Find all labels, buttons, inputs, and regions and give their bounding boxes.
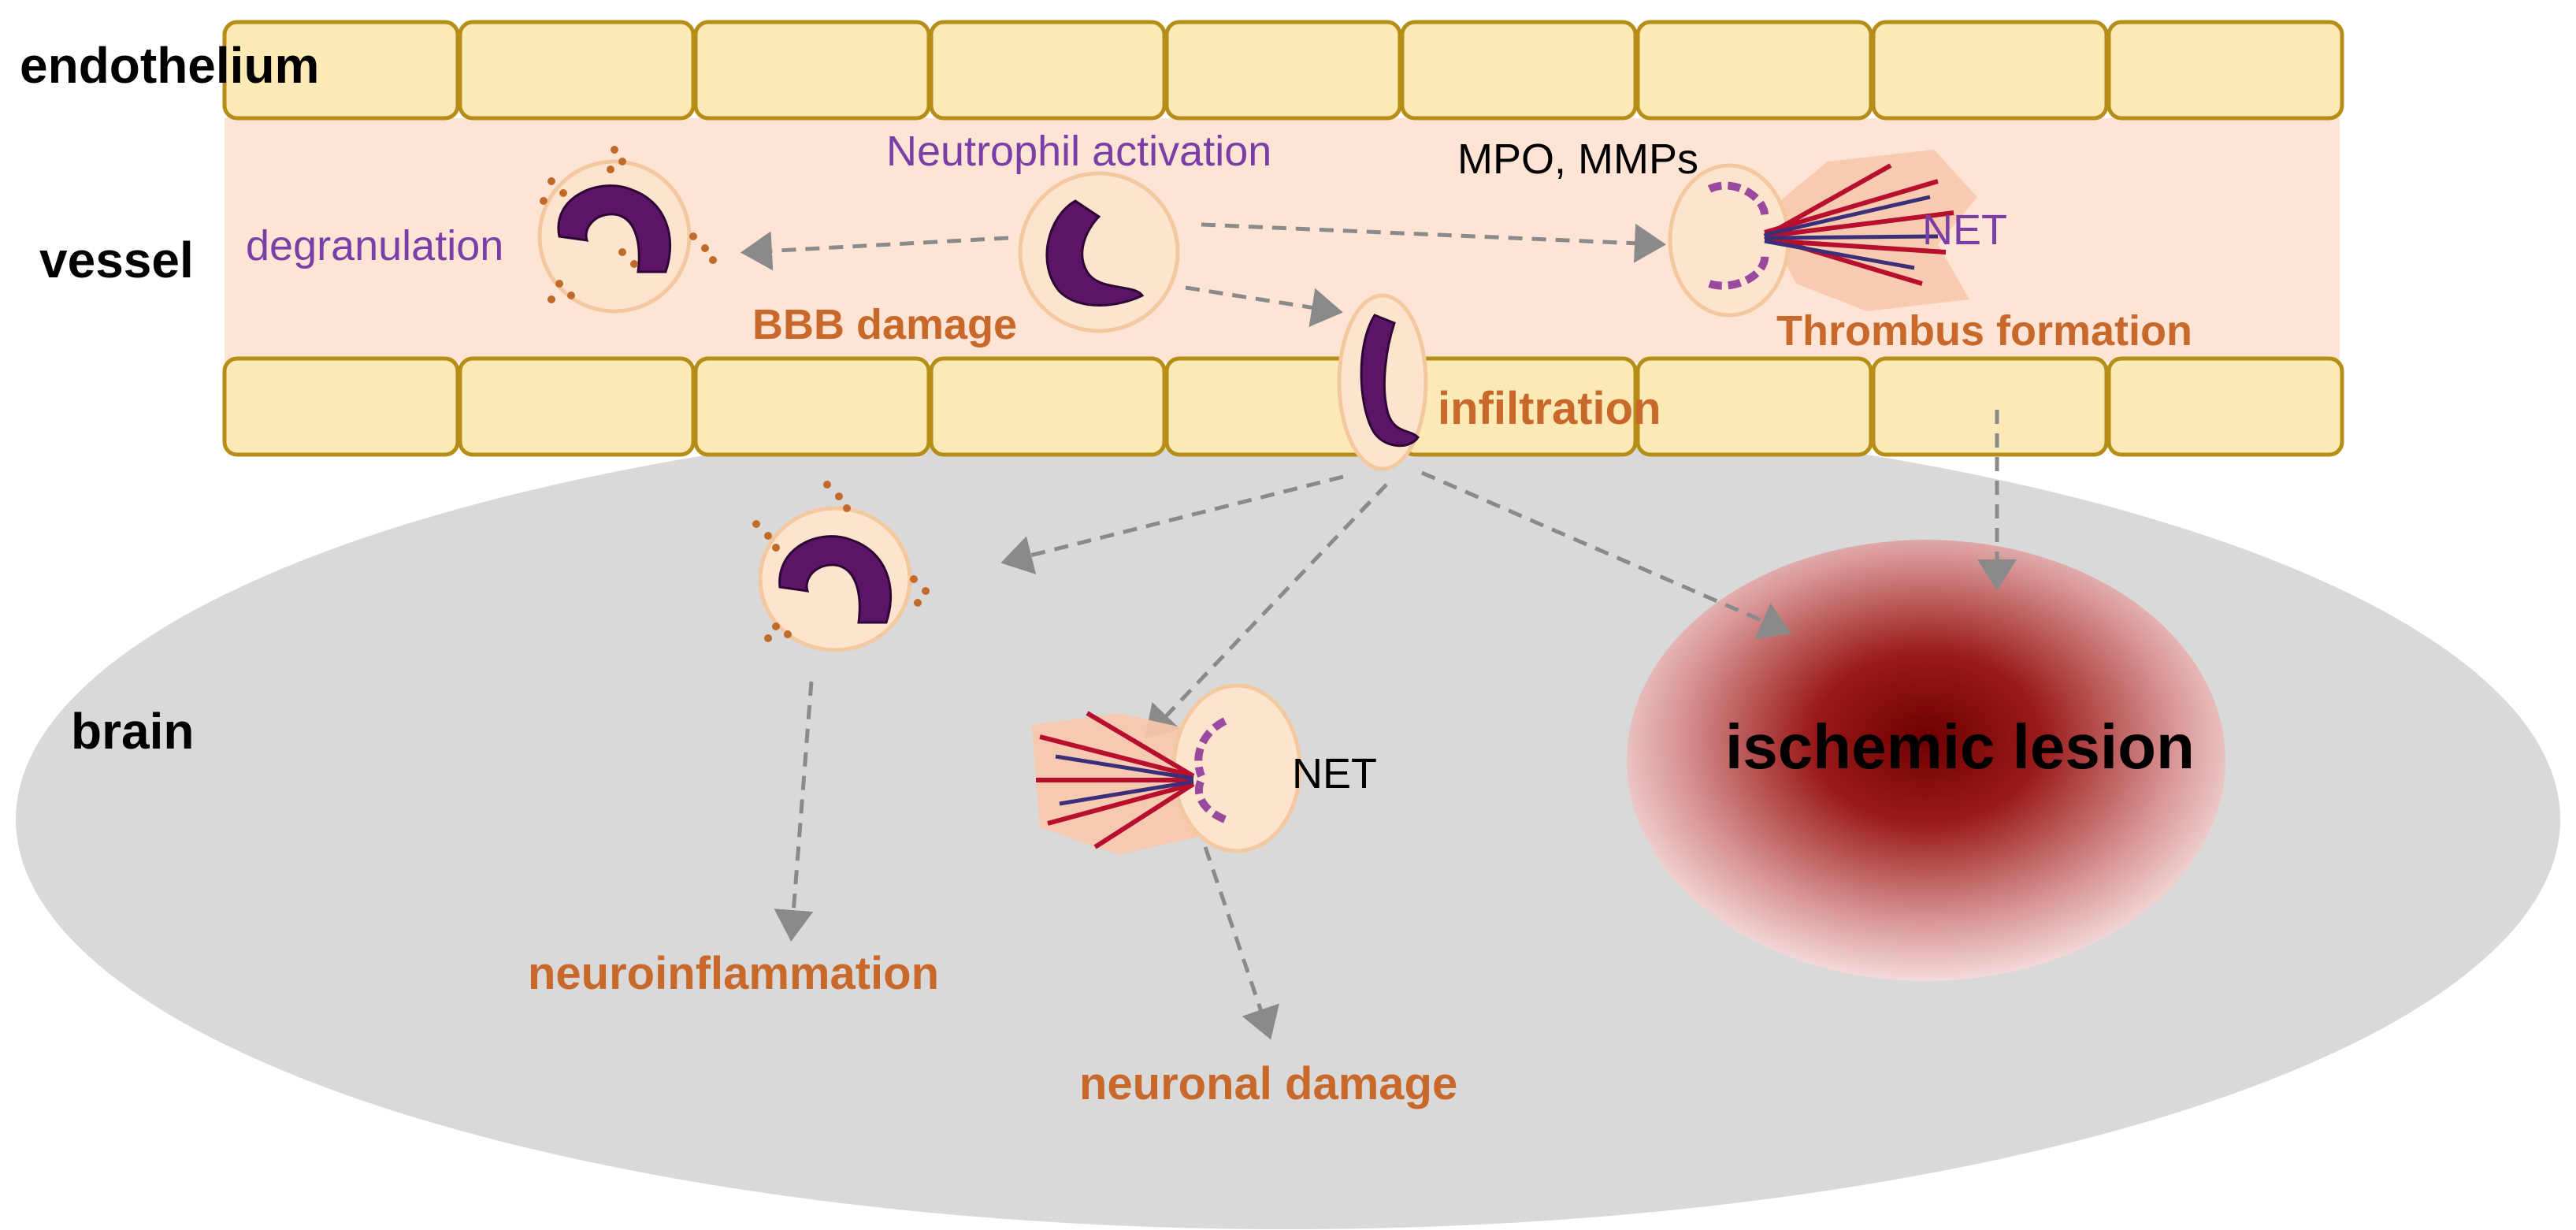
label-net-vessel: NET bbox=[1922, 206, 2007, 254]
endothelium-top-row bbox=[222, 20, 2344, 121]
neutrophil-degranulating-vessel bbox=[537, 146, 717, 314]
arrow-infiltration-to-degranulating-cell bbox=[1000, 474, 1344, 574]
arrow-activation-to-net bbox=[1201, 222, 1666, 263]
label-endothelium: endothelium bbox=[20, 37, 319, 94]
label-brain: brain bbox=[71, 703, 194, 760]
endothelial-cell-top bbox=[2106, 20, 2344, 121]
endothelial-cell-top bbox=[1400, 20, 1638, 121]
label-neutrophil-activation: Neutrophil activation bbox=[886, 128, 1271, 175]
endothelial-cell-bottom bbox=[458, 356, 696, 457]
arrow-infiltration-to-net bbox=[1145, 483, 1388, 739]
endothelial-cell-bottom bbox=[929, 356, 1167, 457]
endothelial-cell-top bbox=[1635, 20, 1873, 121]
net-brain-structure bbox=[1032, 683, 1302, 855]
endothelial-cell-bottom bbox=[1635, 356, 1873, 457]
endothelium-bottom-row bbox=[222, 356, 2344, 457]
arrow-to-neuronal-damage bbox=[1203, 846, 1279, 1040]
arrow-activation-to-infiltration bbox=[1185, 285, 1343, 328]
endothelial-cell-top bbox=[693, 20, 931, 121]
net-vessel-structure bbox=[1668, 150, 1977, 318]
label-degranulation: degranulation bbox=[246, 222, 503, 269]
endothelial-cell-top bbox=[222, 20, 460, 121]
endothelial-cell-top bbox=[458, 20, 696, 121]
label-infiltration: infiltration bbox=[1438, 383, 1661, 434]
endothelial-cell-top bbox=[929, 20, 1167, 121]
label-thrombus-formation: Thrombus formation bbox=[1776, 307, 2192, 355]
endothelial-cell-top bbox=[1871, 20, 2109, 121]
endothelial-cell-bottom bbox=[2106, 356, 2344, 457]
ischemic-lesion-area bbox=[1627, 540, 2225, 981]
endothelial-cell-bottom bbox=[222, 356, 460, 457]
label-neuroinflammation: neuroinflammation bbox=[528, 948, 939, 999]
arrows bbox=[741, 222, 2017, 1040]
label-net-brain: NET bbox=[1292, 750, 1377, 797]
endothelial-cell-bottom bbox=[1871, 356, 2109, 457]
neutrophil-infiltrating bbox=[1337, 293, 1428, 471]
label-mpo-mmps: MPO, MMPs bbox=[1457, 136, 1698, 183]
arrow-infiltration-to-lesion bbox=[1421, 470, 1792, 639]
label-neuronal-damage: neuronal damage bbox=[1079, 1058, 1457, 1109]
label-vessel: vessel bbox=[39, 232, 194, 288]
neutrophil-activated bbox=[1018, 171, 1180, 333]
arrow-activation-to-degranulation bbox=[741, 231, 1009, 271]
endothelial-cell-top bbox=[1164, 20, 1402, 121]
arrow-to-neuroinflammation bbox=[774, 681, 814, 942]
neutrophil-degranulating-brain bbox=[752, 481, 930, 652]
label-ischemic-lesion: ischemic lesion bbox=[1725, 712, 2195, 782]
endothelial-cell-bottom bbox=[693, 356, 931, 457]
label-bbb-damage: BBB damage bbox=[752, 301, 1017, 348]
